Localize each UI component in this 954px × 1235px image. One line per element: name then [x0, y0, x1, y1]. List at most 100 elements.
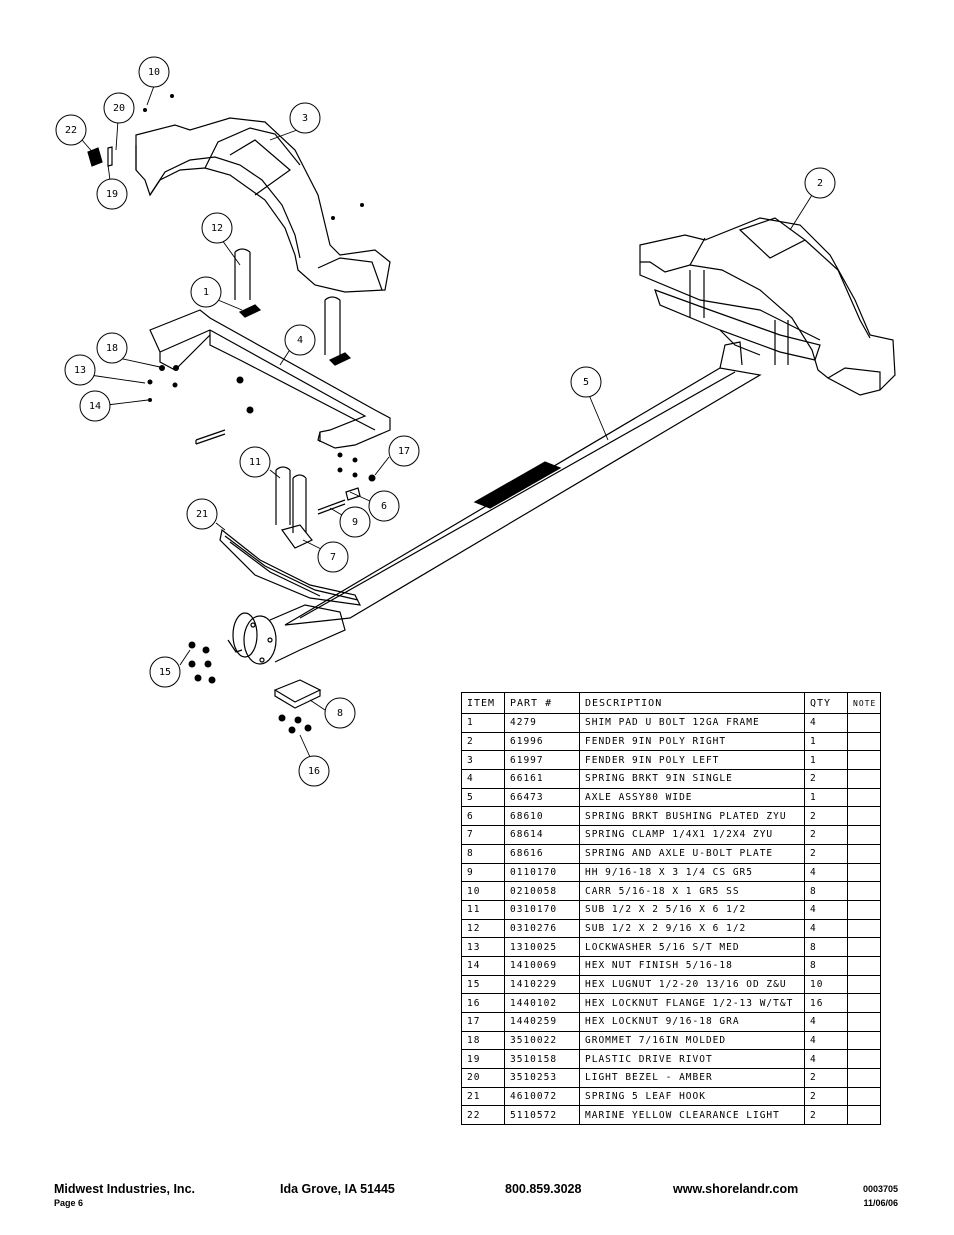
callout-17: 17	[398, 446, 410, 457]
callout-2: 2	[817, 178, 823, 189]
cell-part-number: 68616	[504, 843, 580, 864]
leader-lines	[81, 85, 813, 758]
callout-4: 4	[297, 335, 303, 346]
cell-description: SUB 1/2 X 2 5/16 X 6 1/2	[579, 899, 805, 920]
footer-location: Ida Grove, IA 51445	[280, 1182, 395, 1196]
hub-assembly	[227, 604, 346, 665]
cell-note	[847, 769, 881, 789]
cell-note	[847, 937, 881, 957]
cell-qty: 4	[804, 1012, 848, 1032]
cell-description: LOCKWASHER 5/16 S/T MED	[579, 937, 805, 957]
cell-part-number: 68614	[504, 825, 580, 845]
callout-10: 10	[148, 67, 160, 78]
cell-note	[847, 713, 881, 733]
cell-note	[847, 825, 881, 845]
callout-7: 7	[330, 552, 336, 563]
cell-part-number: 5110572	[504, 1105, 580, 1126]
cell-part-number: 1410069	[504, 955, 580, 976]
cell-qty: 4	[804, 1030, 848, 1051]
right-fender	[639, 217, 896, 396]
cell-item: 5	[461, 787, 505, 808]
cell-part-number: 61996	[504, 731, 580, 752]
cell-part-number: 1410229	[504, 974, 580, 995]
cell-description: SPRING AND AXLE U-BOLT PLATE	[579, 843, 805, 864]
cell-description: SPRING 5 LEAF HOOK	[579, 1086, 805, 1107]
cell-qty: 4	[804, 899, 848, 920]
cell-note	[847, 993, 881, 1013]
cell-description: SPRING CLAMP 1/4X1 1/2X4 ZYU	[579, 825, 805, 845]
cell-description: SPRING BRKT 9IN SINGLE	[579, 769, 805, 789]
cell-item: 1	[461, 713, 505, 733]
cell-item: 9	[461, 862, 505, 883]
header-qty: QTY	[804, 692, 848, 714]
cell-qty: 2	[804, 769, 848, 789]
cell-item: 14	[461, 955, 505, 976]
left-fender	[135, 117, 391, 293]
callout-20: 20	[113, 103, 125, 114]
cell-qty: 2	[804, 1086, 848, 1107]
cell-part-number: 68610	[504, 806, 580, 827]
cell-part-number: 1440259	[504, 1012, 580, 1032]
footer-company: Midwest Industries, Inc.	[54, 1182, 195, 1196]
cell-description: PLASTIC DRIVE RIVOT	[579, 1049, 805, 1070]
cell-part-number: 66473	[504, 787, 580, 808]
cell-part-number: 1310025	[504, 937, 580, 957]
leaf-spring	[219, 528, 362, 606]
cell-item: 19	[461, 1049, 505, 1070]
cell-qty: 1	[804, 787, 848, 808]
cell-part-number: 3510022	[504, 1030, 580, 1051]
u-bolts	[234, 248, 789, 533]
hardware-nuts	[143, 94, 376, 734]
cell-part-number: 4279	[504, 713, 580, 733]
cell-part-number: 66161	[504, 769, 580, 789]
cell-qty: 8	[804, 955, 848, 976]
cell-note	[847, 1086, 881, 1107]
cell-qty: 4	[804, 713, 848, 733]
cell-qty: 1	[804, 750, 848, 771]
cell-part-number: 0310170	[504, 899, 580, 920]
cell-item: 22	[461, 1105, 505, 1126]
cell-note	[847, 955, 881, 976]
footer-date: 11/06/06	[863, 1198, 898, 1208]
cell-item: 4	[461, 769, 505, 789]
header-description: DESCRIPTION	[579, 692, 805, 714]
cell-note	[847, 843, 881, 864]
callout-3: 3	[302, 113, 308, 124]
cell-description: SPRING BRKT BUSHING PLATED ZYU	[579, 806, 805, 827]
cell-item: 6	[461, 806, 505, 827]
callout-19: 19	[106, 189, 118, 200]
cell-note	[847, 1030, 881, 1051]
callout-14: 14	[89, 401, 101, 412]
cell-item: 18	[461, 1030, 505, 1051]
callout-18: 18	[106, 343, 118, 354]
cell-part-number: 1440102	[504, 993, 580, 1013]
cell-note	[847, 862, 881, 883]
cell-item: 21	[461, 1086, 505, 1107]
cell-qty: 4	[804, 1049, 848, 1070]
callout-21: 21	[196, 509, 208, 520]
cell-part-number: 0310276	[504, 918, 580, 939]
callout-5: 5	[583, 377, 589, 388]
cell-item: 8	[461, 843, 505, 864]
header-part-number: PART #	[504, 692, 580, 714]
cell-description: HEX NUT FINISH 5/16-18	[579, 955, 805, 976]
cell-item: 20	[461, 1068, 505, 1088]
cell-item: 2	[461, 731, 505, 752]
cell-qty: 4	[804, 918, 848, 939]
